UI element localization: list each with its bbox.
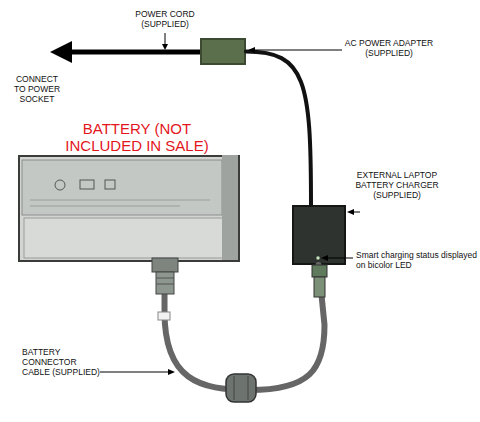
callout-label: POWER CORD (SUPPLIED) bbox=[128, 9, 202, 29]
battery-text-line bbox=[30, 206, 180, 207]
bicolor-led bbox=[316, 256, 320, 260]
leader-arrowhead bbox=[248, 47, 255, 53]
ferrite-ridge bbox=[234, 376, 235, 400]
ferrite-core bbox=[226, 374, 256, 402]
leader-line bbox=[100, 372, 168, 373]
leader-line bbox=[165, 33, 166, 45]
charger-plug bbox=[312, 265, 327, 277]
battery-label-panel bbox=[22, 160, 222, 215]
callout-label: BATTERY CONNECTOR CABLE (SUPPLIED) bbox=[22, 347, 102, 377]
cable-tag bbox=[158, 312, 170, 320]
leader-arrowhead bbox=[347, 209, 354, 215]
power-adapter: AC POWER ADAPTER (SUPPLIED) bbox=[200, 38, 246, 65]
ferrite-ridge bbox=[248, 376, 249, 400]
battery-text-line bbox=[30, 200, 210, 201]
battery-connector-grip bbox=[156, 272, 174, 294]
device-label: EXTERNAL LAPTOP BATTERY CHARGER (SUPPLIE… bbox=[354, 170, 440, 200]
leader-line bbox=[254, 50, 342, 51]
leader-arrowhead bbox=[162, 44, 168, 50]
battery-warning-label: BATTERY (NOT INCLUDED IN SALE) bbox=[62, 120, 212, 154]
battery-end-cap bbox=[222, 155, 238, 260]
battery-symbol bbox=[105, 180, 115, 189]
battery-lower-panel bbox=[24, 218, 224, 258]
grip-ridge bbox=[156, 284, 174, 285]
callout-label: CONNECT TO POWER SOCKET bbox=[12, 74, 62, 104]
battery-connector bbox=[152, 258, 178, 272]
power-cord-arrowhead bbox=[50, 41, 72, 63]
grip-ridge bbox=[156, 278, 174, 279]
battery-symbol bbox=[55, 180, 65, 190]
battery-symbol bbox=[80, 180, 94, 189]
leader-arrowhead bbox=[168, 369, 175, 375]
charger-plug-grip bbox=[314, 277, 325, 297]
leader-line bbox=[327, 258, 353, 259]
power-cord bbox=[70, 50, 200, 55]
callout-note: Smart charging status displayed on bicol… bbox=[356, 250, 478, 270]
cable-connector bbox=[165, 262, 325, 390]
cable-connector bbox=[246, 52, 311, 206]
leader-line bbox=[353, 212, 360, 213]
device-label: AC POWER ADAPTER (SUPPLIED) bbox=[342, 38, 436, 58]
